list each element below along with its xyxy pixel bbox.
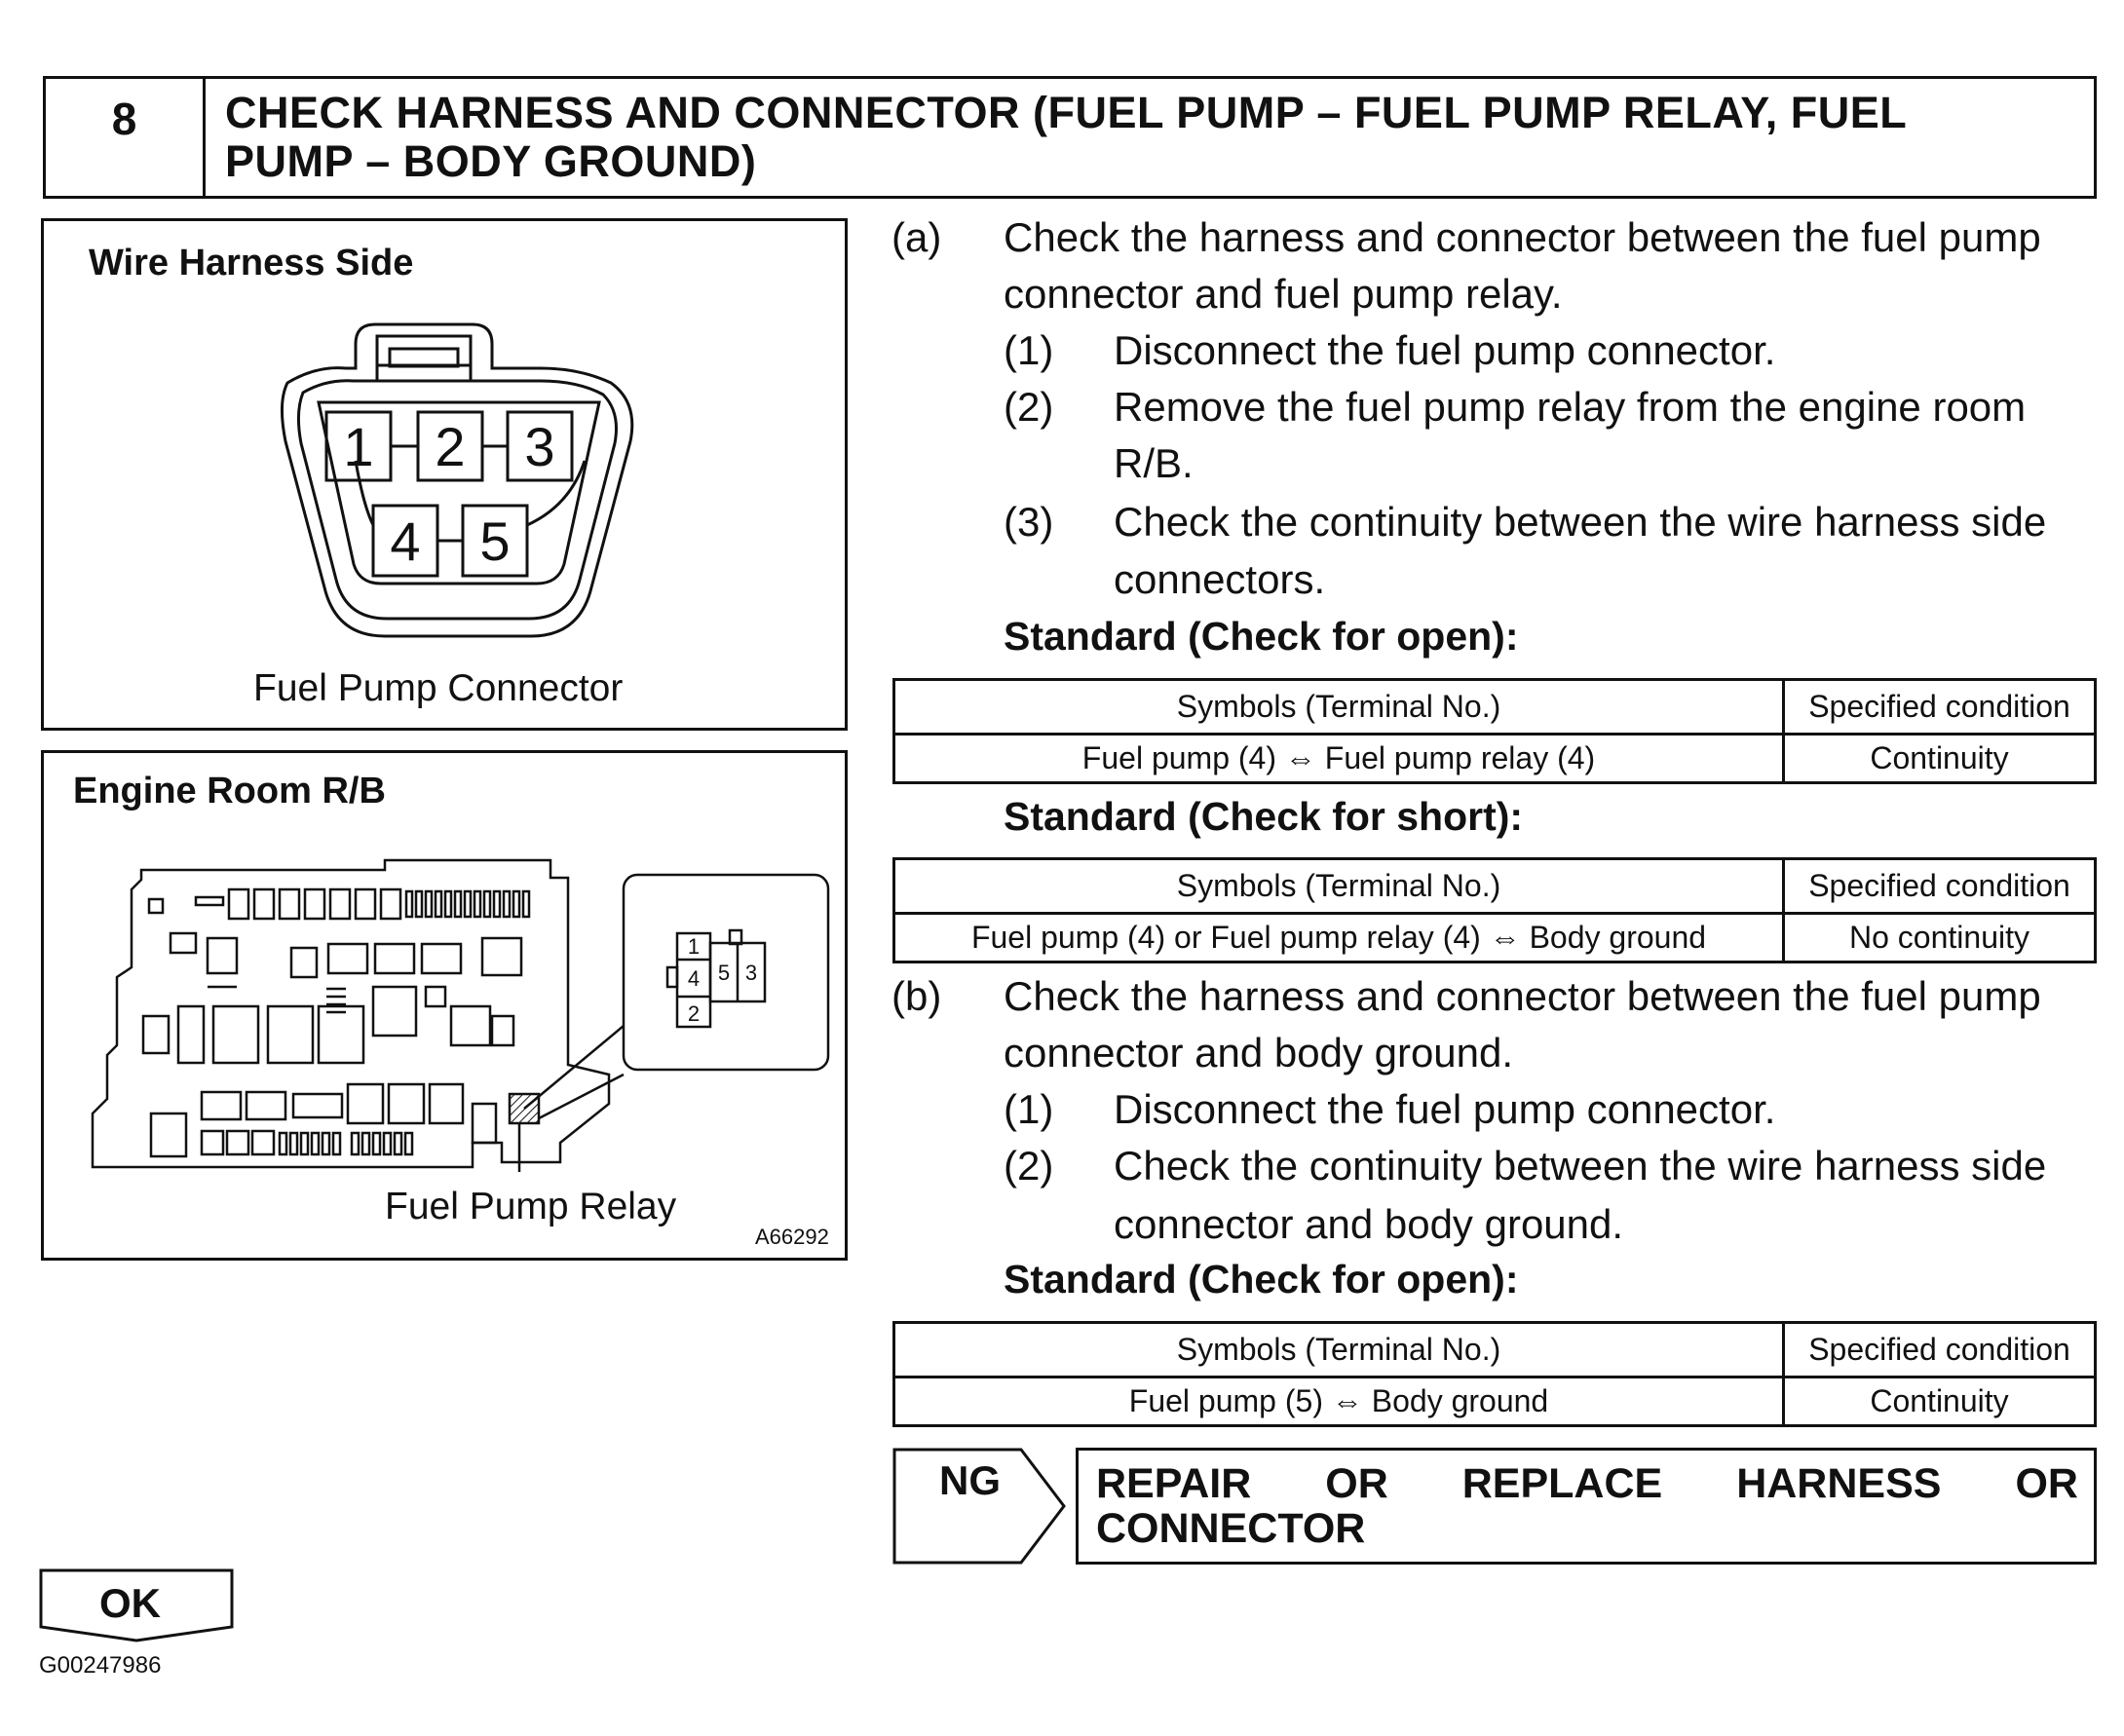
standard-heading: Standard (Check for short):: [1004, 794, 1524, 839]
ng-action-word: OR: [1325, 1460, 1388, 1507]
substep-text: Check the continuity between the wire ha…: [1114, 499, 2047, 545]
ng-action-line2: CONNECTOR: [1096, 1505, 1366, 1552]
ng-arrow-shape: [892, 1448, 1066, 1565]
substep-text: Check the continuity between the wire ha…: [1114, 1143, 2047, 1189]
pin-label: 5: [479, 510, 510, 572]
table-cell: Continuity: [1782, 1376, 2097, 1427]
spec-table-open-a: Symbols (Terminal No.) Specified conditi…: [892, 678, 2097, 784]
table-cell: Fuel pump (4) ⇔ Fuel pump relay (4): [892, 733, 1785, 784]
figure-title: Engine Room R/B: [73, 771, 386, 811]
step-b-text-line1: Check the harness and connector between …: [1004, 973, 2041, 1019]
relay-pin-label: 1: [688, 934, 700, 959]
ng-label: NG: [939, 1457, 1001, 1503]
table-header: Symbols (Terminal No.): [892, 678, 1785, 736]
table-cell: Continuity: [1782, 733, 2097, 784]
relay-pin-label: 5: [718, 961, 730, 985]
figure-caption: Fuel Pump Relay: [385, 1186, 677, 1227]
table-header: Specified condition: [1782, 678, 2097, 736]
step-title: CHECK HARNESS AND CONNECTOR (FUEL PUMP –…: [225, 89, 2076, 186]
table-header: Symbols (Terminal No.): [892, 857, 1785, 915]
standard-heading: Standard (Check for open):: [1004, 1257, 1519, 1302]
ng-action-word: HARNESS: [1736, 1460, 1942, 1507]
table-header: Specified condition: [1782, 1321, 2097, 1378]
step-title-line1: CHECK HARNESS AND CONNECTOR (FUEL PUMP –…: [225, 88, 1908, 137]
step-a-label: (a): [891, 214, 942, 260]
ok-result-button[interactable]: OK: [39, 1568, 236, 1642]
standard-heading: Standard (Check for open):: [1004, 614, 1519, 659]
table-header: Specified condition: [1782, 857, 2097, 915]
pin-label: 1: [343, 416, 373, 477]
engine-room-rb-figure: Engine Room R/B: [41, 750, 848, 1261]
ng-action-word: REPLACE: [1461, 1460, 1663, 1507]
step-number: 8: [46, 79, 206, 196]
figure-ref-code: A66292: [755, 1225, 829, 1249]
ng-action-word: REPAIR: [1096, 1460, 1252, 1507]
wire-harness-figure: Wire Harness Side 1: [41, 218, 848, 731]
substep-number: (1): [1004, 1086, 1054, 1132]
ok-label: OK: [99, 1580, 161, 1626]
table-cell: Fuel pump (4) or Fuel pump relay (4) ⇔ B…: [892, 912, 1785, 963]
ng-action-box: REPAIR OR REPLACE HARNESS OR CONNECTOR: [1076, 1448, 2097, 1565]
figure-title: Wire Harness Side: [89, 243, 414, 283]
substep-text-cont: R/B.: [1114, 440, 1194, 486]
pin-label: 3: [524, 416, 554, 477]
figure-caption: Fuel Pump Connector: [253, 667, 624, 709]
ng-result-button[interactable]: NG: [892, 1448, 1068, 1565]
spec-table-short-a: Symbols (Terminal No.) Specified conditi…: [892, 857, 2097, 963]
substep-number: (2): [1004, 1143, 1054, 1189]
step-b-label: (b): [891, 973, 942, 1019]
table-cell: Fuel pump (5) ⇔ Body ground: [892, 1376, 1785, 1427]
table-cell: No continuity: [1782, 912, 2097, 963]
relay-pin-label: 2: [688, 1001, 700, 1026]
table-header: Symbols (Terminal No.): [892, 1321, 1785, 1378]
ng-action-word: OR: [2015, 1460, 2078, 1507]
pin-label: 2: [435, 416, 465, 477]
substep-number: (3): [1004, 499, 1054, 545]
substep-text-cont: connector and body ground.: [1114, 1201, 1624, 1247]
relay-block-diagram: 1 4 2 5 3: [91, 858, 830, 1172]
step-header: 8 CHECK HARNESS AND CONNECTOR (FUEL PUMP…: [43, 76, 2097, 199]
footer-code: G00247986: [39, 1652, 162, 1679]
substep-number: (1): [1004, 327, 1054, 373]
step-b-text-line2: connector and body ground.: [1004, 1030, 1514, 1076]
fuel-pump-connector-diagram: 1 2 3 4 5: [281, 322, 634, 638]
pin-label: 4: [390, 510, 420, 572]
step-a-text-line1: Check the harness and connector between …: [1004, 214, 2041, 260]
step-title-line2: PUMP – BODY GROUND): [225, 136, 757, 186]
step-a-text-line2: connector and fuel pump relay.: [1004, 271, 1563, 317]
substep-text: Remove the fuel pump relay from the engi…: [1114, 384, 2027, 430]
relay-pin-label: 4: [688, 966, 700, 991]
substep-text-cont: connectors.: [1114, 556, 1326, 602]
spec-table-open-b: Symbols (Terminal No.) Specified conditi…: [892, 1321, 2097, 1427]
ng-action-line1: REPAIR OR REPLACE HARNESS OR: [1096, 1460, 2078, 1508]
substep-number: (2): [1004, 384, 1054, 430]
relay-pin-label: 3: [745, 961, 757, 985]
substep-text: Disconnect the fuel pump connector.: [1114, 327, 1776, 373]
ok-arrow-shape: [39, 1568, 234, 1642]
substep-text: Disconnect the fuel pump connector.: [1114, 1086, 1776, 1132]
